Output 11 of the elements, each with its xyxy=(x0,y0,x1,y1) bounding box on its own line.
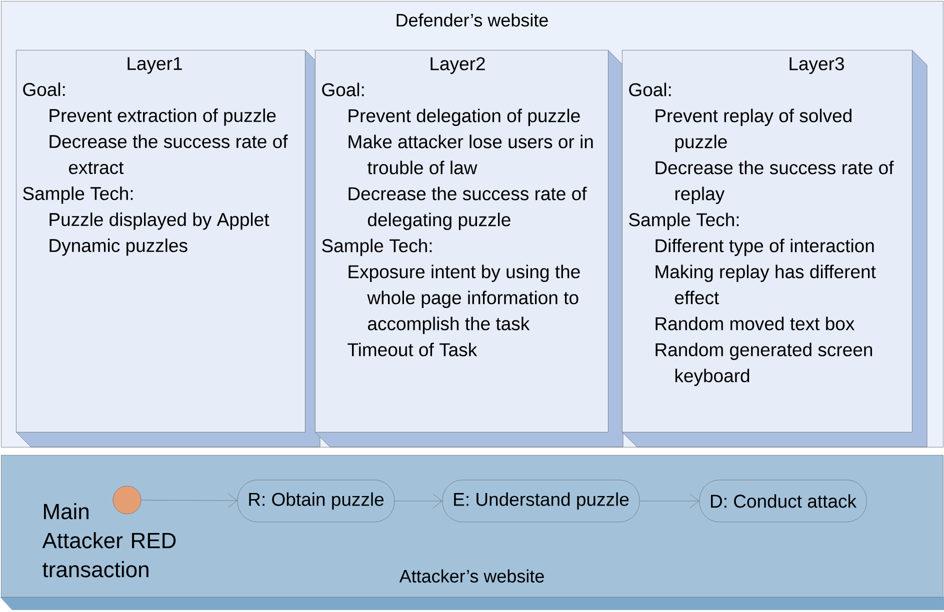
step-pill: R: Obtain puzzle xyxy=(237,480,395,522)
step-pill: E: Understand puzzle xyxy=(442,480,640,522)
step-pill: D: Conduct attack xyxy=(699,480,867,522)
arrow xyxy=(141,493,238,508)
actor-label: Main Attacker RED transaction xyxy=(42,503,176,578)
arrow xyxy=(394,494,442,508)
arrow xyxy=(639,494,700,508)
layer-box: Layer1 Goal: Prevent extraction of puzzle Decrease the success rate of extract Sample Tech: Puzzle displayed by Applet Dynamic puzzles xyxy=(16,50,320,448)
start-dot xyxy=(112,486,142,514)
layer-box: Layer2 Goal: Prevent delegation of puzzle Make attacker lose users or in trouble of law Decrease the success rate of delegating puzzle Sample Tech: Exposure intent by using the whole page information to accomplish the task Timeout of Task xyxy=(314,50,624,448)
layer-box: Layer3 Goal: Prevent replay of solved puzzle Decrease the success rate of replay Sample Tech: Different type of interaction Making replay has different effect Random moved text box Random generated screen keyboard xyxy=(622,50,928,448)
